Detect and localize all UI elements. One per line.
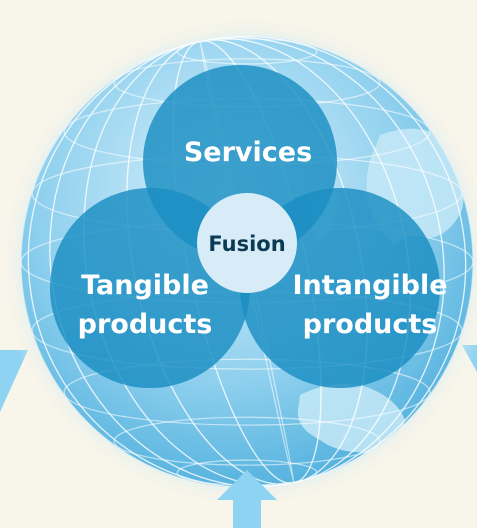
latitude-line xyxy=(63,358,431,426)
intangible-label-line2: products xyxy=(303,309,438,340)
fusion-label: Fusion xyxy=(208,232,285,256)
tangible-label-line1: Tangible xyxy=(81,270,209,301)
tangible-label-line2: products xyxy=(78,309,213,340)
bottom-arrow-icon xyxy=(217,470,277,528)
left-arrow-icon xyxy=(0,350,28,412)
fusion-center xyxy=(197,193,297,293)
latitude-line xyxy=(113,416,381,466)
intangible-label-line1: Intangible xyxy=(292,270,447,301)
services-label: Services xyxy=(184,137,312,168)
